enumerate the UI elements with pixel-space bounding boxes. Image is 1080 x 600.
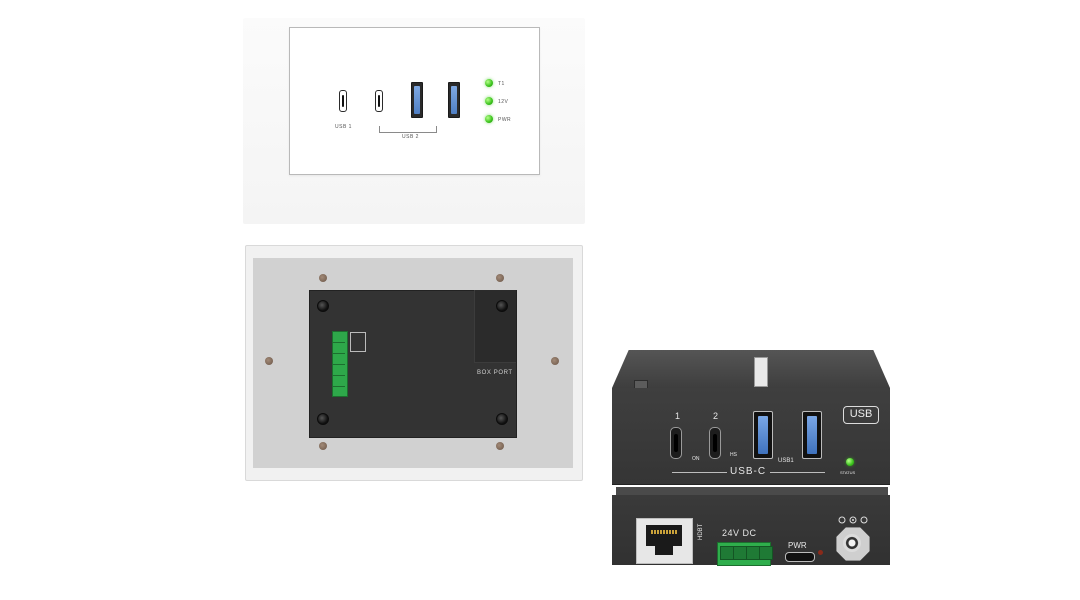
terminal-pin bbox=[333, 386, 345, 387]
receiver-top-panel bbox=[612, 350, 890, 388]
receiver-front-panel bbox=[612, 388, 890, 485]
usb-c-group-line-right bbox=[770, 472, 825, 473]
dc-input-label: 24V DC bbox=[722, 528, 757, 538]
receiver-sticker bbox=[754, 357, 768, 387]
terminal-cell bbox=[720, 546, 734, 560]
small-label-on: ON bbox=[692, 456, 700, 462]
terminal-pin bbox=[333, 353, 345, 354]
led-label-12v: 12V bbox=[498, 99, 509, 105]
usb-c-port-1 bbox=[339, 90, 347, 112]
led-label-pwr: PWR bbox=[498, 117, 512, 123]
receiver-usb-c-port-1 bbox=[670, 427, 682, 459]
terminal-label-box bbox=[350, 332, 366, 352]
power-unit-top bbox=[616, 487, 888, 495]
hdbt-label: HDBT bbox=[698, 523, 704, 540]
port-number-1: 1 bbox=[675, 411, 681, 421]
pwr-indicator bbox=[818, 550, 823, 555]
terminal-pin bbox=[333, 375, 345, 376]
screw-icon bbox=[551, 357, 559, 365]
receiver-usb-a-port-2 bbox=[802, 411, 822, 459]
terminal-pin bbox=[333, 342, 345, 343]
box-port-label: BOX PORT bbox=[477, 370, 513, 376]
screw-icon bbox=[496, 442, 504, 450]
polarity-icon bbox=[838, 511, 868, 524]
box-port-notch bbox=[474, 290, 516, 363]
screw-icon bbox=[265, 357, 273, 365]
usb-2-label: USB 2 bbox=[402, 134, 419, 140]
usb-c-port-2 bbox=[375, 90, 383, 112]
usb-badge: USB bbox=[843, 406, 879, 424]
pwr-usb-c-port bbox=[785, 552, 815, 562]
led-12v bbox=[485, 97, 493, 105]
screw-icon bbox=[319, 274, 327, 282]
box-screw-icon bbox=[317, 413, 329, 425]
status-led-label: STATUS bbox=[840, 470, 856, 475]
receiver-usb-c-port-2 bbox=[709, 427, 721, 459]
box-screw-icon bbox=[317, 300, 329, 312]
screw-icon bbox=[496, 274, 504, 282]
usb1-label: USB1 bbox=[778, 458, 794, 464]
led-label-t1: T1 bbox=[498, 81, 505, 87]
usb-group-bracket bbox=[379, 126, 437, 133]
terminal-cell bbox=[746, 546, 760, 560]
small-label-hs: HS bbox=[730, 452, 737, 458]
box-screw-icon bbox=[496, 300, 508, 312]
usb-1-label: USB 1 bbox=[335, 124, 352, 130]
status-led bbox=[846, 458, 854, 466]
terminal-cell bbox=[759, 546, 773, 560]
led-t1 bbox=[485, 79, 493, 87]
barrel-jack-socket-icon bbox=[843, 534, 861, 552]
usb-c-group-label: USB-C bbox=[730, 466, 767, 477]
usb-a-port-1 bbox=[411, 82, 423, 118]
receiver-usb-a-port-1 bbox=[753, 411, 773, 459]
led-pwr bbox=[485, 115, 493, 123]
pwr-label: PWR bbox=[788, 541, 807, 550]
box-screw-icon bbox=[496, 413, 508, 425]
screw-icon bbox=[319, 442, 327, 450]
terminal-cell bbox=[733, 546, 747, 560]
rj45-pins bbox=[651, 530, 677, 534]
usb-a-port-2 bbox=[448, 82, 460, 118]
terminal-pin bbox=[333, 364, 345, 365]
usb-c-group-line-left bbox=[672, 472, 727, 473]
port-number-2: 2 bbox=[713, 411, 719, 421]
